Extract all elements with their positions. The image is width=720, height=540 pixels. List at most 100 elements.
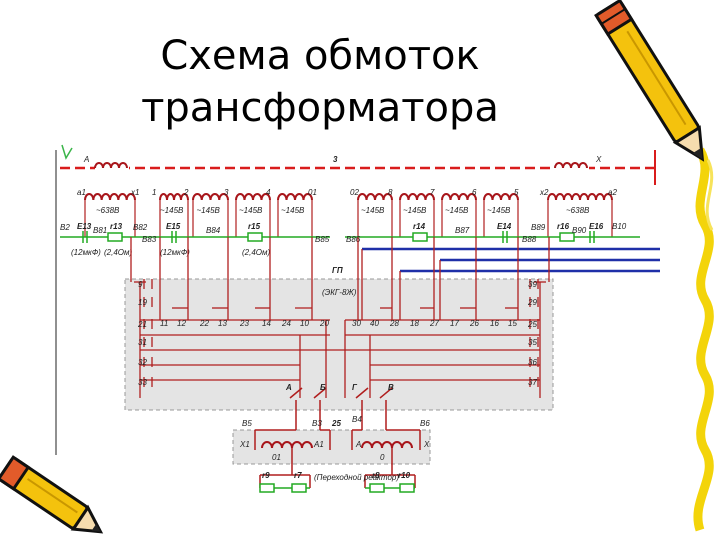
switch-contacts — [289, 387, 393, 399]
label-b85: В85 — [315, 235, 330, 244]
title-line-2: трансформатора — [141, 85, 499, 131]
label-0: 0 — [380, 453, 385, 462]
switch-a: А — [285, 383, 292, 392]
label-r16: r16 — [557, 222, 570, 231]
contact-left-21-label: 21 — [137, 320, 147, 329]
winding-3-voltage: ~145В — [197, 206, 221, 215]
contact-right-39: 39 — [528, 279, 539, 289]
label-e13: E13 — [77, 222, 92, 231]
contact-row-right-15: 15 — [508, 319, 517, 328]
contact-row-left-11: 11 — [160, 319, 168, 328]
label-cap1: (12мкФ) — [71, 248, 101, 257]
label-b88: В88 — [522, 235, 537, 244]
label-res1: (2,4Ом) — [104, 248, 132, 257]
switch-b: Б — [320, 383, 326, 392]
label-b86: В86 — [346, 235, 361, 244]
contact-right-29: 29 — [527, 297, 539, 307]
blue-lines — [362, 247, 660, 273]
reactor-coils — [261, 441, 413, 449]
label-r13: r13 — [110, 222, 123, 231]
panel-label: ГП — [332, 266, 343, 275]
winding-8-right-terminal: 6 — [472, 188, 477, 197]
contact-left-21: 21 — [137, 319, 153, 329]
label-e14: E14 — [497, 222, 512, 231]
contact-right-25: 25 — [527, 319, 539, 329]
contact-right-36-label: 36 — [528, 358, 537, 367]
winding-1-voltage: ~638В — [96, 206, 120, 215]
reactor-resistors — [259, 483, 415, 493]
winding-10-voltage: ~638В — [566, 206, 590, 215]
label-a1: A1 — [313, 440, 324, 449]
contact-left-9: 9 — [138, 279, 153, 289]
winding-6-left-terminal: 02 — [350, 188, 359, 197]
winding-10-right-terminal: a2 — [608, 188, 617, 197]
contact-row-left-13: 13 — [218, 319, 227, 328]
winding-7-voltage: ~145В — [403, 206, 427, 215]
label-b82: В82 — [133, 223, 148, 232]
contact-left-33-label: 33 — [138, 378, 147, 387]
contact-right-36: 36 — [528, 357, 539, 367]
reactor-panel — [232, 429, 431, 465]
label-b4: В4 — [352, 415, 362, 424]
winding-7: 7~145В — [399, 188, 435, 237]
winding-3-right-terminal: 3 — [224, 188, 229, 197]
label-r10: r10 — [398, 471, 411, 480]
contact-right-37-label: 37 — [528, 378, 537, 387]
winding-3: 3~145В — [192, 188, 229, 237]
label-x1: X1 — [239, 440, 250, 449]
contact-row-left-14: 14 — [262, 319, 271, 328]
contact-left-32: 32 — [138, 357, 153, 367]
contact-row-right-18: 18 — [410, 319, 419, 328]
contact-right-39-label: 39 — [528, 280, 537, 289]
reactor-caption: (Переходной реактор) — [314, 473, 399, 482]
bus-terminal-x: X — [595, 155, 602, 164]
label-01: 01 — [272, 453, 281, 462]
top-dashed-bus — [60, 150, 656, 185]
contact-left-9-label: 9 — [138, 280, 143, 289]
winding-5-voltage: ~145В — [281, 206, 305, 215]
winding-9-right-terminal: 5 — [514, 188, 519, 197]
winding-2-left-terminal: 1 — [152, 188, 156, 197]
switch-g: Г — [352, 383, 358, 392]
label-r15: r15 — [248, 222, 261, 231]
contact-row-right-27: 27 — [429, 319, 439, 328]
label-r9: r9 — [262, 471, 270, 480]
label-res2: (2,4Ом) — [242, 248, 270, 257]
contact-row-right-40: 40 — [370, 319, 379, 328]
winding-9-voltage: ~145В — [487, 206, 511, 215]
winding-4-right-terminal: 4 — [266, 188, 271, 197]
green-bus — [60, 231, 640, 243]
contact-row-left-22: 22 — [199, 319, 209, 328]
contact-right-29-label: 29 — [527, 298, 537, 307]
yellow-wavy-border — [693, 147, 714, 532]
bus-label-3: 3 — [333, 155, 338, 164]
label-b87: В87 — [455, 226, 470, 235]
contact-row-left-10: 10 — [300, 319, 309, 328]
label-e15: E15 — [166, 222, 181, 231]
winding-6-right-terminal: 8 — [388, 188, 393, 197]
contact-row-right-28: 28 — [389, 319, 399, 328]
winding-8-voltage: ~145В — [445, 206, 469, 215]
winding-6-voltage: ~145В — [361, 206, 385, 215]
label-b5: В5 — [242, 419, 252, 428]
label-25: 25 — [331, 419, 341, 428]
contact-row-left-20: 20 — [319, 319, 329, 328]
label-b10: В10 — [612, 222, 627, 231]
winding-1-right-terminal: x1 — [130, 188, 139, 197]
contact-row-right-16: 16 — [490, 319, 499, 328]
contact-right-35-label: 35 — [528, 338, 537, 347]
title-line-1: Схема обмоток — [160, 33, 480, 79]
contact-left-32-label: 32 — [138, 358, 147, 367]
panel-model: (ЭКГ-8Ж) — [322, 288, 357, 297]
label-r8: r8 — [372, 471, 380, 480]
label-b89: В89 — [531, 223, 546, 232]
label-x: X — [423, 440, 430, 449]
label-b83: В83 — [142, 235, 157, 244]
label-r14: r14 — [413, 222, 426, 231]
label-r7: r7 — [294, 471, 302, 480]
pencil-bottom-left-icon — [0, 455, 104, 534]
contact-right-35: 35 — [528, 337, 539, 347]
winding-9: 5~145В — [483, 188, 519, 237]
